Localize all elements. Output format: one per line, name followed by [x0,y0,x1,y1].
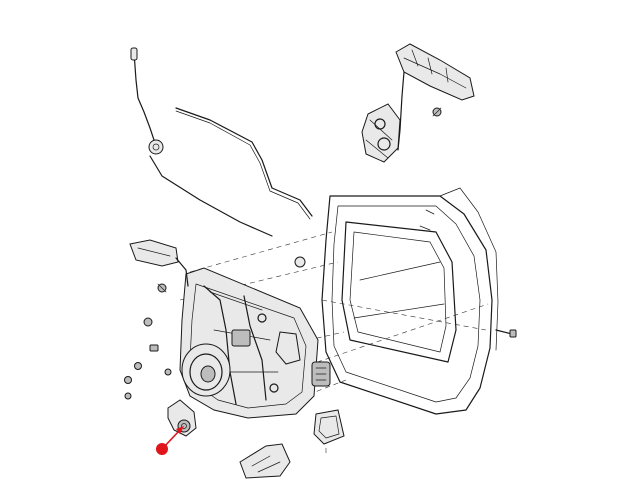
door-seal-patch [313,409,345,445]
regulator-motor [167,399,197,437]
lower-bracket [239,443,291,479]
fasteners [124,256,306,400]
door-cable-rod [175,107,313,220]
electrical-connector [311,361,331,387]
door-frame [321,187,499,415]
door-bolt [495,329,517,338]
speaker [181,343,231,397]
door-latch [361,103,401,163]
interior-handle-bracket [129,239,189,287]
door-handle-exterior [395,43,475,151]
callout-arrow [156,426,184,455]
access-cover [275,331,301,365]
lock-rod-upper [130,47,273,237]
